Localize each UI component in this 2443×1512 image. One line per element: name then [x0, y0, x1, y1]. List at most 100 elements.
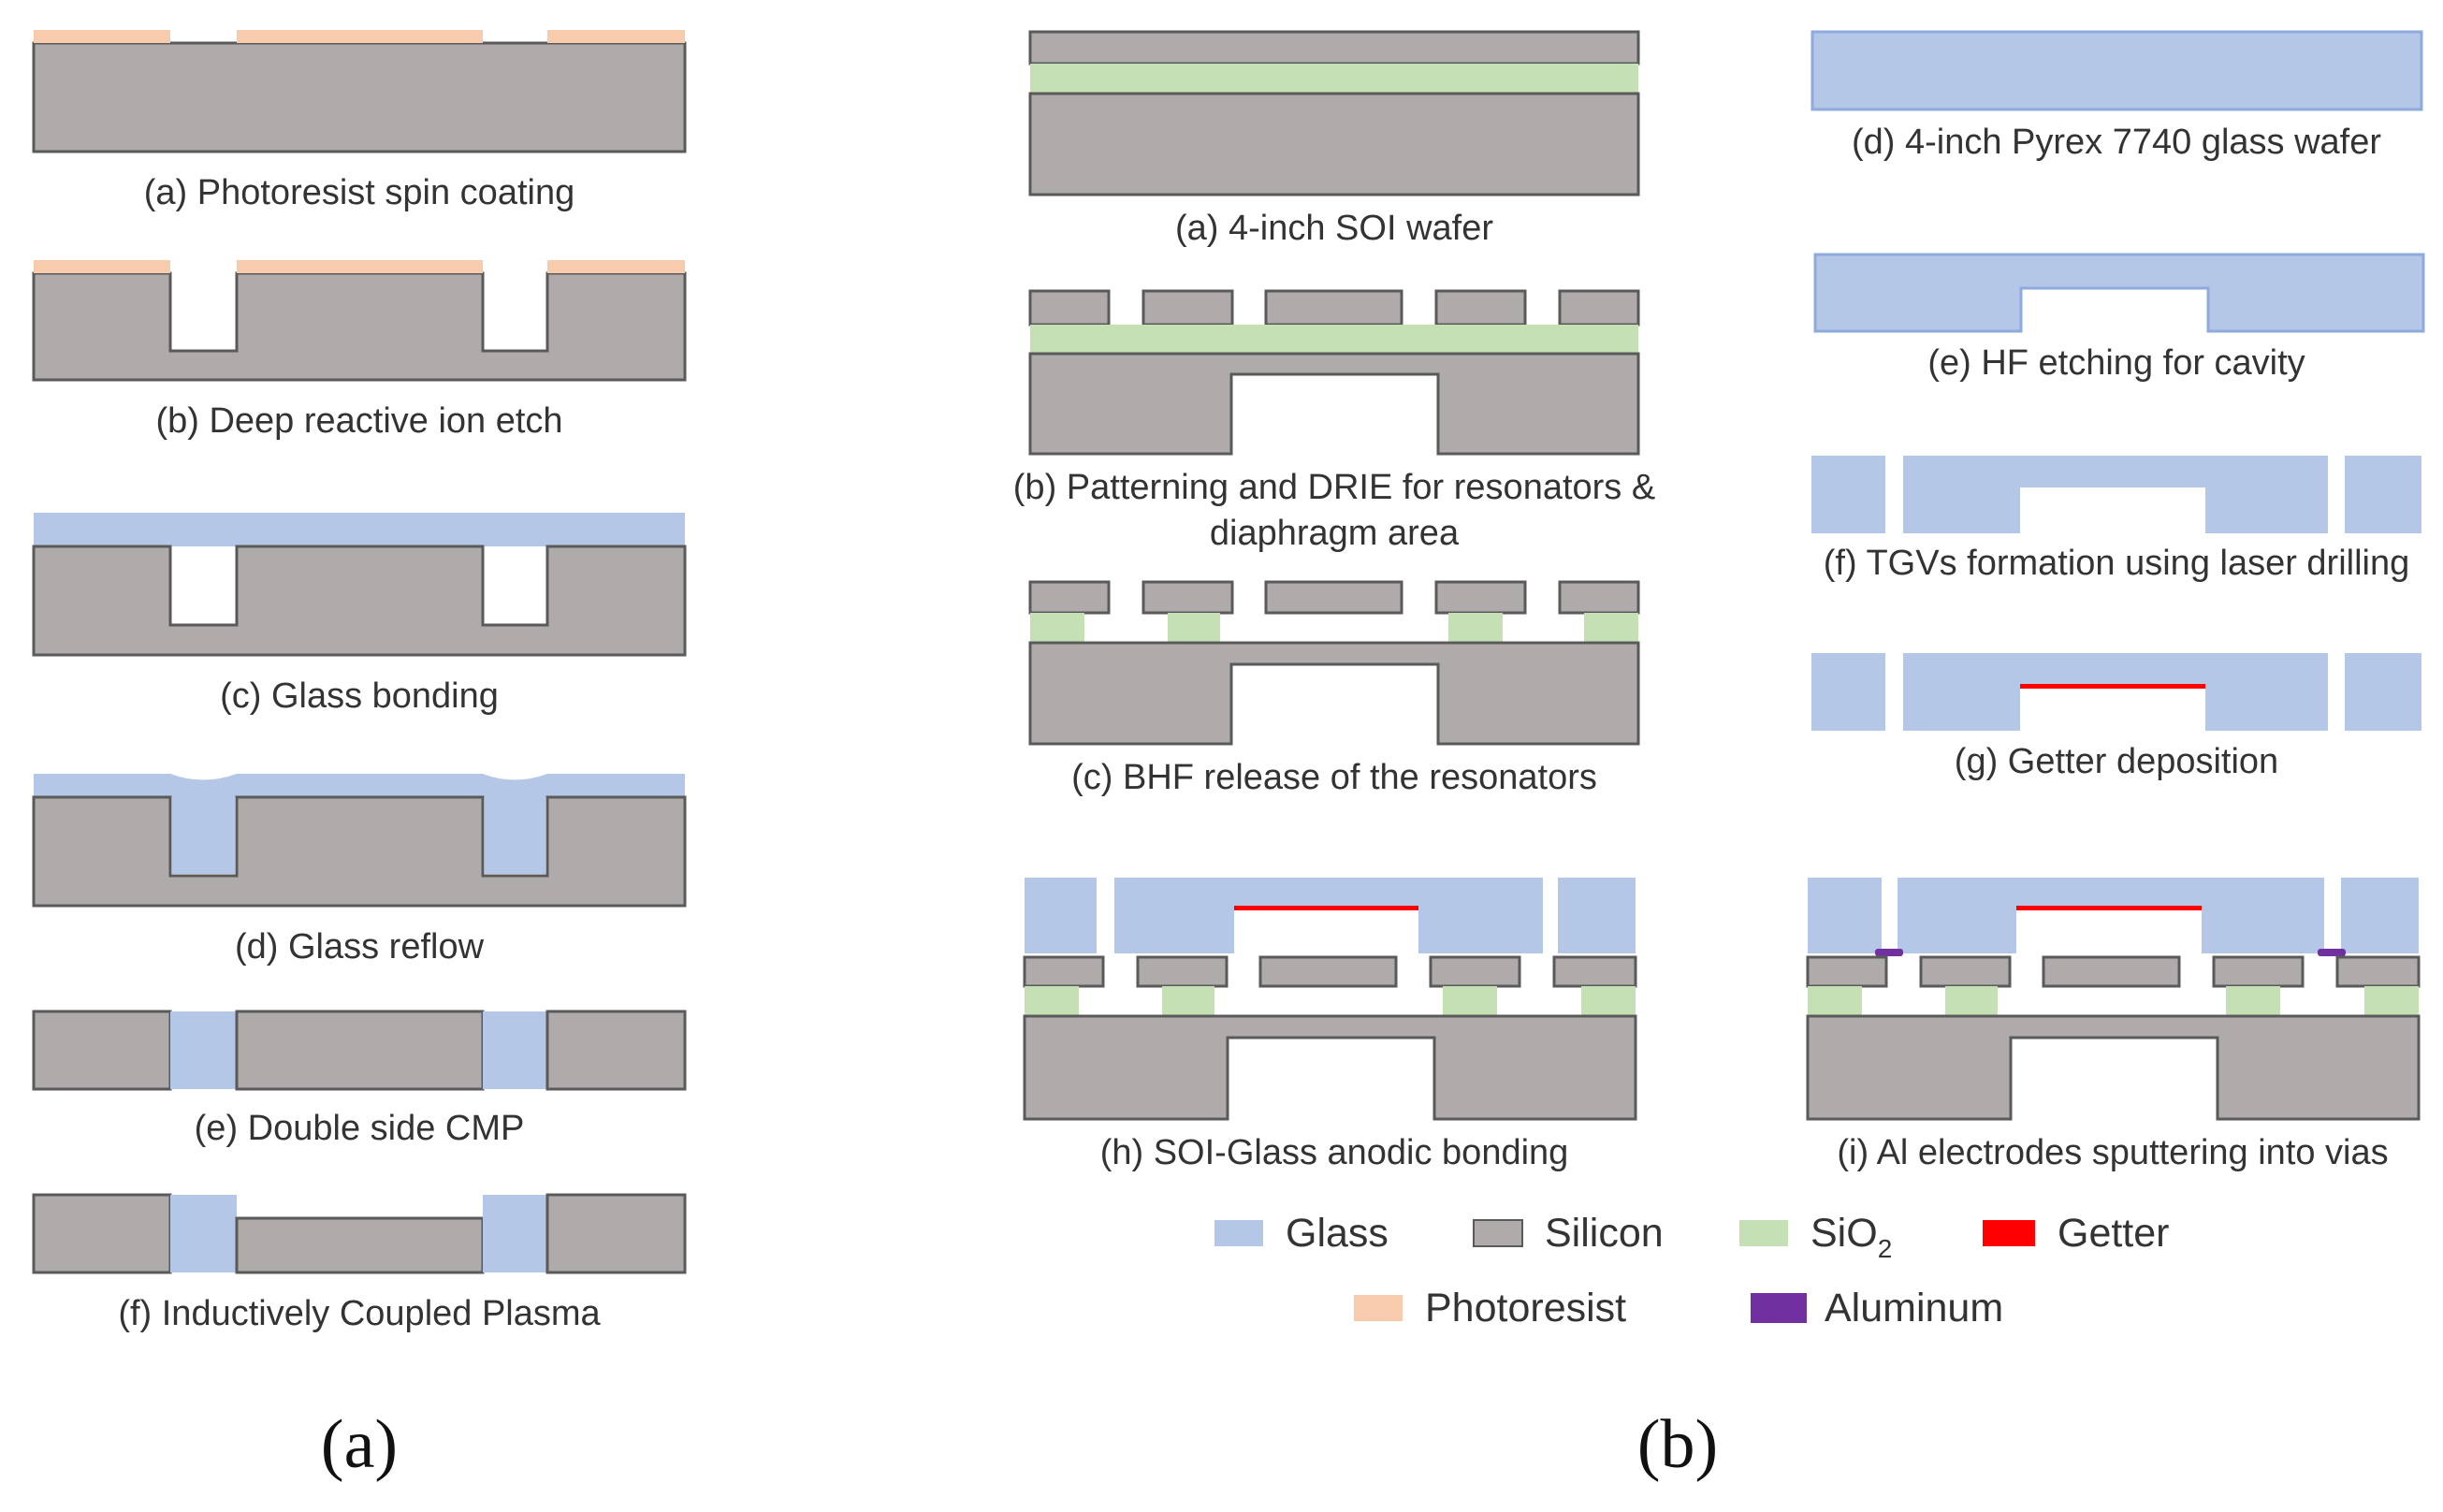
panel-b-label: (b): [1637, 1406, 1718, 1483]
legend-label-silicon: Silicon: [1545, 1211, 1664, 1256]
glass-piece: [2345, 653, 2421, 731]
resonator-block: [1558, 580, 1640, 615]
resonator-block: [2212, 955, 2305, 988]
step-b-anodic-bonding: (h) SOI-Glass anodic bonding: [1023, 878, 1637, 1172]
glass-layer: [34, 774, 685, 797]
silicon-block-recessed: [235, 1216, 485, 1274]
caption-a-d: (d) Glass reflow: [235, 927, 485, 967]
caption-b-b-line1: (b) Patterning and DRIE for resonators &: [1013, 468, 1655, 507]
sio2-anchor: [2364, 986, 2419, 1016]
caption-b-f: (f) TGVs formation using laser drilling: [1824, 544, 2410, 583]
glass-wafer: [1810, 30, 2423, 111]
panel-b: (a) 4-inch SOI wafer (b) Patterning and …: [1013, 30, 2425, 1483]
resonator-block: [1429, 955, 1521, 988]
glass-piece: [2345, 456, 2421, 533]
legend-label-photoresist: Photoresist: [1425, 1286, 1626, 1330]
legend-item-sio2: SiO2: [1739, 1211, 1892, 1263]
legend-label-aluminum: Aluminum: [1825, 1286, 2003, 1330]
caption-b-g: (g) Getter deposition: [1955, 742, 2278, 781]
legend-item-photoresist: Photoresist: [1354, 1286, 1626, 1330]
step-b-tgv-formation: (f) TGVs formation using laser drilling: [1811, 456, 2421, 583]
resonator-block: [2335, 955, 2421, 988]
photoresist-layer: [237, 260, 483, 273]
resonator-block: [1919, 955, 2012, 988]
glass-wafer-with-cavity: [1813, 253, 2425, 333]
silicon-block: [32, 1010, 172, 1091]
silicon-wafer: [32, 271, 687, 382]
resonator-block: [1558, 289, 1640, 327]
panel-a: (a) Photoresist spin coating (b) Deep re…: [32, 30, 687, 1483]
aluminum-electrode: [1875, 949, 1903, 956]
resonator-block: [1023, 955, 1105, 988]
step-b-bhf-release: (c) BHF release of the resonators: [1028, 580, 1640, 797]
getter-film: [2016, 906, 2202, 910]
sio2-layer: [1030, 64, 1638, 94]
glass-cap-with-cavity: [1898, 878, 2324, 953]
caption-b-a: (a) 4-inch SOI wafer: [1175, 209, 1493, 248]
sio2-anchor: [1581, 986, 1636, 1016]
glass-piece: [1808, 878, 1882, 953]
sio2-layer: [1030, 325, 1638, 354]
step-b-soi-wafer: (a) 4-inch SOI wafer: [1028, 30, 1640, 248]
photoresist-layer: [34, 260, 170, 273]
glass-filled-cavity: [485, 797, 545, 874]
silicon-block: [545, 1193, 687, 1274]
handle-silicon: [1028, 92, 1640, 196]
legend-swatch-photoresist: [1354, 1295, 1403, 1321]
sio2-anchor: [1162, 986, 1214, 1016]
glass-filled-cavity: [172, 797, 235, 874]
step-b-hf-etching: (e) HF etching for cavity: [1813, 253, 2425, 383]
glass-wafer: [34, 513, 685, 546]
legend-label-getter: Getter: [2058, 1211, 2170, 1256]
step-b-pyrex-glass-wafer: (d) 4-inch Pyrex 7740 glass wafer: [1810, 30, 2423, 162]
panel-a-label: (a): [321, 1406, 398, 1483]
legend-item-getter: Getter: [1983, 1211, 2170, 1256]
sio2-anchor: [1443, 986, 1497, 1016]
step-a-glass-reflow: (d) Glass reflow: [32, 774, 687, 967]
sio2-anchor: [1025, 986, 1079, 1016]
caption-a-e: (e) Double side CMP: [195, 1109, 525, 1148]
glass-via: [483, 1195, 547, 1272]
caption-b-b-line2: diaphragm area: [1210, 514, 1460, 553]
glass-piece: [1025, 878, 1097, 953]
silicon-block: [545, 1010, 687, 1091]
step-b-al-electrodes: (i) Al electrodes sputtering into vias: [1806, 878, 2421, 1172]
caption-a-c: (c) Glass bonding: [220, 676, 499, 716]
resonator-block: [1142, 580, 1234, 615]
glass-piece: [1558, 878, 1636, 953]
sio2-anchor: [1808, 986, 1862, 1016]
resonator-block-released: [1264, 580, 1403, 615]
aluminum-electrode: [2318, 949, 2346, 956]
legend-swatch-getter: [1983, 1220, 2035, 1246]
resonator-block: [2042, 955, 2181, 988]
step-b-getter-deposition: (g) Getter deposition: [1811, 653, 2421, 781]
getter-film: [2020, 684, 2205, 689]
glass-cap-with-cavity: [1114, 878, 1543, 953]
getter-film: [1234, 906, 1418, 910]
resonator-block: [1806, 955, 1888, 988]
step-b-patterning-drie: (b) Patterning and DRIE for resonators &…: [1013, 289, 1655, 553]
photoresist-layer: [34, 30, 170, 43]
photoresist-layer: [547, 30, 685, 43]
legend-swatch-sio2: [1739, 1220, 1788, 1246]
silicon-block: [32, 1193, 172, 1274]
glass-via: [483, 1011, 547, 1089]
sio2-anchor: [1448, 613, 1503, 643]
silicon-block: [235, 1010, 485, 1091]
step-a-glass-bonding: (c) Glass bonding: [32, 513, 687, 716]
legend: Glass Silicon SiO2 Getter Photoresist Al…: [1214, 1211, 2170, 1330]
handle-silicon-with-diaphragm: [1028, 641, 1640, 746]
step-a-double-side-cmp: (e) Double side CMP: [32, 1010, 687, 1148]
resonator-block: [1552, 955, 1637, 988]
resonator-block: [1434, 289, 1527, 327]
handle-silicon-with-diaphragm: [1028, 352, 1640, 456]
step-a-inductively-coupled-plasma: (f) Inductively Coupled Plasma: [32, 1193, 687, 1333]
caption-a-f: (f) Inductively Coupled Plasma: [118, 1294, 601, 1333]
glass-piece: [1811, 653, 1885, 731]
resonator-block: [1142, 289, 1234, 327]
glass-piece: [2341, 878, 2419, 953]
sio2-anchor: [1030, 613, 1084, 643]
resonator-block: [1258, 955, 1398, 988]
photoresist-layer: [237, 30, 483, 43]
